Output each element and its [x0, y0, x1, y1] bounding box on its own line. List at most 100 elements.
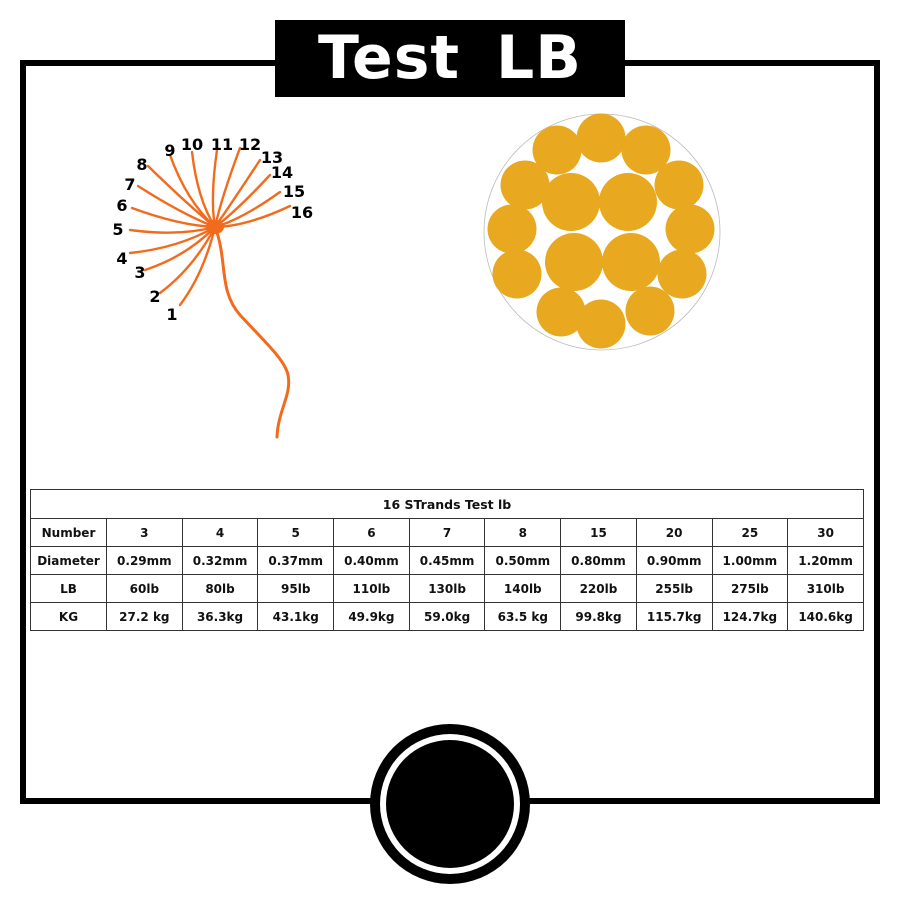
- table-cell: 25: [711, 518, 789, 547]
- table-cell: 0.40mm: [333, 546, 410, 575]
- table-cell: 220lb: [560, 574, 637, 603]
- table-cell: 275lb: [711, 574, 789, 603]
- table-cell: 110lb: [333, 574, 410, 603]
- inner-wire: [542, 173, 600, 231]
- outer-wire: [576, 113, 626, 163]
- table-cell: 95lb: [257, 574, 335, 603]
- outer-wire: [657, 249, 707, 299]
- table-cell: 115.7kg: [635, 602, 713, 631]
- outer-wire: [665, 204, 715, 254]
- outer-wire: [500, 160, 550, 210]
- cross-section-diagram: [483, 113, 721, 351]
- strand-number-label: 13: [261, 148, 283, 167]
- outer-wire: [492, 249, 542, 299]
- strand-line: [178, 225, 217, 307]
- table-cell: 0.90mm: [635, 546, 713, 575]
- table-cell: 27.2 kg: [106, 602, 183, 631]
- bottom-circle-inner: [386, 740, 514, 868]
- table-cell: 99.8kg: [560, 602, 637, 631]
- table-cell: 63.5 kg: [484, 602, 562, 631]
- table-caption-row: 16 STrands Test lb: [30, 489, 864, 519]
- strand-line: [128, 225, 217, 255]
- strand-number-label: 10: [181, 135, 203, 154]
- strand-number-label: 4: [116, 249, 127, 268]
- outer-wire: [487, 204, 537, 254]
- row-header: LB: [30, 574, 107, 603]
- table-cell: 0.37mm: [257, 546, 335, 575]
- strand-number-label: 8: [136, 155, 147, 174]
- strand-number-label: 7: [124, 175, 135, 194]
- table-cell: 6: [333, 518, 410, 547]
- strand-number-label: 11: [211, 135, 233, 154]
- strand-line: [128, 225, 217, 234]
- table-cell: 60lb: [106, 574, 183, 603]
- strand-number-label: 5: [112, 220, 123, 239]
- strand-number-label: 9: [164, 141, 175, 160]
- inner-wire: [545, 233, 603, 291]
- strand-number-label: 16: [291, 203, 313, 222]
- row-header: KG: [30, 602, 107, 631]
- table-cell: 49.9kg: [333, 602, 410, 631]
- table-cell: 36.3kg: [181, 602, 259, 631]
- inner-wire: [602, 233, 660, 291]
- strand-number-label: 1: [166, 305, 177, 324]
- table-cell: 4: [181, 518, 259, 547]
- strand-lines: [128, 146, 292, 439]
- table-cell: 0.32mm: [181, 546, 259, 575]
- table-cell: 43.1kg: [257, 602, 335, 631]
- outer-wire: [621, 125, 671, 175]
- strand-number-label: 12: [239, 135, 261, 154]
- product-frame: [20, 60, 880, 804]
- table-cell: 0.50mm: [484, 546, 562, 575]
- row-header: Number: [30, 518, 107, 547]
- table-cell: 59.0kg: [408, 602, 486, 631]
- strand-line: [213, 146, 242, 229]
- outer-wire: [576, 299, 626, 349]
- table-cell: 0.29mm: [106, 546, 183, 575]
- outer-wire: [654, 160, 704, 210]
- table-cell: 0.45mm: [408, 546, 486, 575]
- strand-number-label: 14: [271, 163, 293, 182]
- strand-line: [213, 173, 272, 229]
- table-cell: 130lb: [408, 574, 486, 603]
- table-cell: 124.7kg: [711, 602, 789, 631]
- table-cell: 8: [484, 518, 562, 547]
- strand-number-label: 6: [116, 196, 127, 215]
- strand-line: [158, 225, 217, 295]
- table-cell: 1.00mm: [711, 546, 789, 575]
- table-caption: 16 STrands Test lb: [30, 489, 864, 519]
- outer-wire: [532, 125, 582, 175]
- table-cell: 20: [635, 518, 713, 547]
- row-header: Diameter: [30, 546, 107, 575]
- table-cell: 30: [787, 518, 864, 547]
- table-cell: 3: [106, 518, 183, 547]
- strand-number-label: 3: [134, 263, 145, 282]
- table-cell: 7: [408, 518, 486, 547]
- strand-line: [143, 225, 217, 272]
- strand-number-label: 15: [283, 182, 305, 201]
- outer-wire: [536, 287, 586, 337]
- table-cell: 140.6kg: [787, 602, 864, 631]
- inner-wire: [599, 173, 657, 231]
- table-cell: 15: [560, 518, 637, 547]
- main-line: [213, 225, 291, 439]
- wire-circles: [487, 113, 715, 349]
- table-cell: 5: [257, 518, 335, 547]
- strand-number-label: 2: [149, 287, 160, 306]
- table-cell: 80lb: [181, 574, 259, 603]
- outer-wire: [625, 286, 675, 336]
- page-title: Test LB: [275, 20, 625, 97]
- table-cell: 140lb: [484, 574, 562, 603]
- table-cell: 310lb: [787, 574, 864, 603]
- table-cell: 0.80mm: [560, 546, 637, 575]
- table-cell: 1.20mm: [787, 546, 864, 575]
- table-cell: 255lb: [635, 574, 713, 603]
